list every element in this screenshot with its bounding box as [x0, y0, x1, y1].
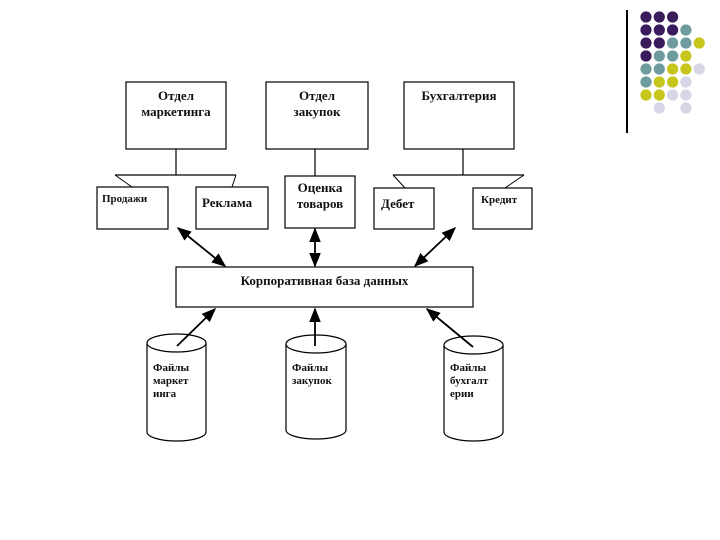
accounting-dept-label: Бухгалтерия — [404, 88, 514, 104]
decorative-dot — [680, 37, 692, 49]
decorative-dot — [653, 76, 665, 88]
arrow-debit-to-db — [413, 227, 457, 267]
decorative-dot — [667, 63, 679, 75]
corporate-database-box — [175, 266, 474, 308]
decorative-dot — [653, 63, 665, 75]
label-line: Файлы — [450, 362, 487, 374]
decorative-dot — [640, 50, 652, 62]
advertising-label: Реклама — [202, 195, 253, 210]
marketing-files-label: Файлы маркет инга — [153, 362, 189, 402]
label-line: Оценка — [297, 180, 343, 195]
label-line: Бухгалтерия — [421, 88, 497, 103]
purchasing-dept-box — [265, 81, 369, 150]
decorative-dot — [680, 63, 692, 75]
sales-box — [96, 186, 169, 230]
connector-line — [504, 174, 525, 189]
label-line: Файлы — [292, 362, 329, 374]
label-line: маркетинга — [141, 103, 211, 119]
label-line: Отдел — [299, 88, 335, 103]
decorative-dot — [653, 37, 665, 49]
arrow-advertising-to-db — [176, 227, 227, 267]
decorative-dot — [667, 37, 679, 49]
marketing-dept-label: Отдел маркетинга — [126, 88, 226, 119]
label-line: Файлы — [153, 362, 190, 374]
purchasing-files-cylinder — [285, 334, 347, 440]
decorative-dot — [640, 76, 652, 88]
decorative-dot — [693, 63, 705, 75]
accounting-files-label: Файлы бухгалт ерии — [450, 362, 488, 402]
accounting-dept-box — [403, 81, 515, 150]
purchasing-files-label: Файлы закупок — [292, 362, 332, 388]
decorative-dot — [667, 76, 679, 88]
credit-box — [472, 187, 533, 230]
decorative-dot — [667, 50, 679, 62]
label-line: Отдел — [158, 88, 194, 103]
decorative-dot — [667, 11, 679, 23]
goods-evaluation-label: Оценка товаров — [285, 180, 355, 211]
label-line: товаров — [296, 195, 344, 211]
arrow-marketing-files-to-db — [176, 307, 217, 347]
connector-line — [392, 174, 406, 189]
decorative-dot — [667, 89, 679, 101]
decorative-dot — [640, 24, 652, 36]
decorative-dot — [667, 24, 679, 36]
decorative-dot — [680, 76, 692, 88]
decorative-dot — [640, 63, 652, 75]
label-line: бухгалт — [450, 375, 489, 388]
decorative-dot — [653, 89, 665, 101]
arrow-accounting-files-to-db — [425, 308, 474, 348]
decorative-dot — [680, 50, 692, 62]
connector-line — [114, 174, 133, 188]
credit-label: Кредит — [481, 194, 518, 206]
label-line: ерии — [450, 388, 474, 401]
corporate-database-label: Корпоративная база данных — [240, 273, 409, 288]
decorative-dot-grid — [640, 11, 705, 114]
debit-box — [373, 187, 435, 230]
decorative-dot — [693, 37, 705, 49]
advertising-box — [195, 186, 269, 230]
accounting-files-cylinder — [443, 335, 504, 442]
decorative-dot — [680, 102, 692, 114]
connector-line — [231, 174, 237, 188]
label-line: закупок — [293, 103, 341, 119]
sales-label: Продажи — [102, 193, 148, 205]
decorative-dot — [653, 102, 665, 114]
decorative-dot — [640, 11, 652, 23]
debit-label: Дебет — [381, 196, 415, 211]
decorative-dot — [640, 37, 652, 49]
label-line: инга — [153, 388, 177, 401]
purchasing-dept-label: Отдел закупок — [266, 88, 368, 119]
decorative-dot — [653, 50, 665, 62]
goods-evaluation-box — [284, 175, 356, 229]
decorative-dot — [680, 24, 692, 36]
decorative-dot — [653, 11, 665, 23]
decorative-dot — [680, 89, 692, 101]
decorative-dot — [640, 89, 652, 101]
label-line: закупок — [292, 375, 332, 388]
marketing-files-cylinder — [146, 333, 207, 442]
decorative-dot — [653, 24, 665, 36]
label-line: маркет — [153, 375, 189, 388]
